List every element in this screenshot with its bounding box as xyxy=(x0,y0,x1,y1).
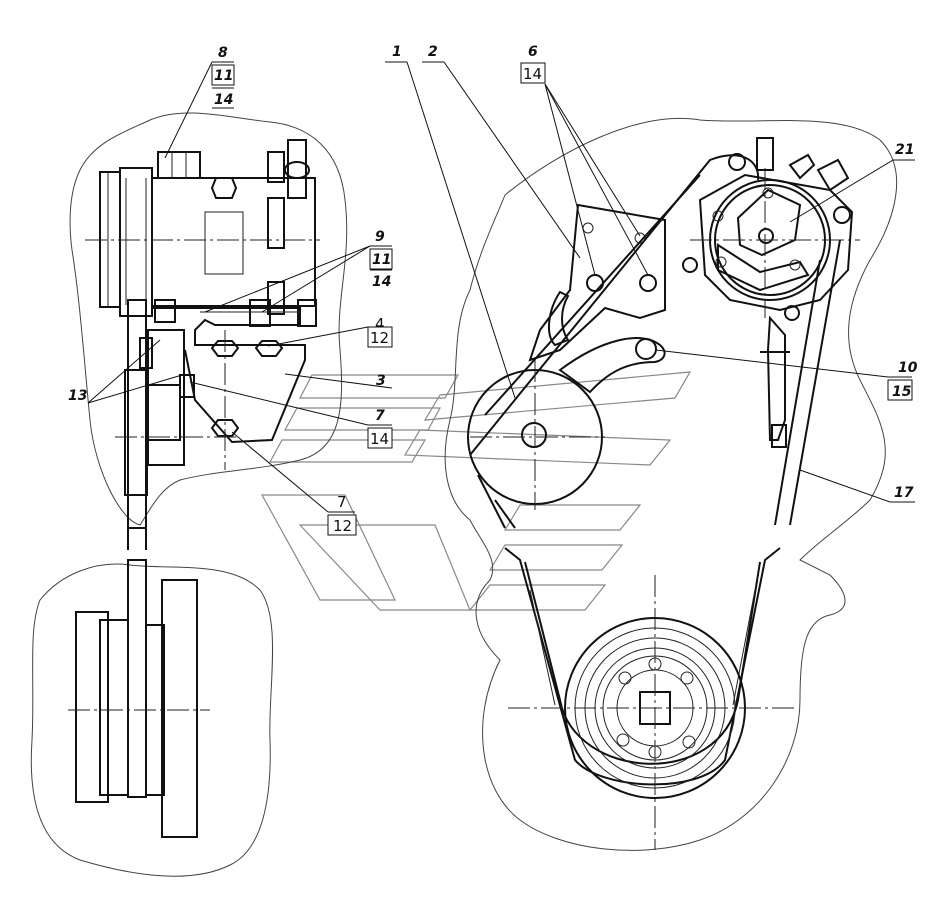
callout-6: 6 xyxy=(528,44,538,60)
bolt-6a xyxy=(586,274,604,292)
callout-7a: 7 xyxy=(375,408,385,424)
callouts: 8 11 14 1 2 6 14 21 9 11 14 4 xyxy=(68,44,918,536)
bolt-4-left xyxy=(210,340,240,357)
callout-7a-ref: 14 xyxy=(370,430,389,448)
compressor-body xyxy=(151,177,316,307)
engine-outline-upper xyxy=(69,112,348,526)
callout-9-ref2: 14 xyxy=(372,274,391,290)
tension-arm-10 xyxy=(558,337,666,394)
bracket-3 xyxy=(152,307,306,444)
callout-1: 1 xyxy=(392,44,402,60)
callout-7b: 7 xyxy=(337,493,347,511)
bolt-7-side xyxy=(210,419,240,437)
callout-10-ref: 15 xyxy=(892,384,912,400)
callout-13: 13 xyxy=(68,388,87,404)
drive-belt-17 xyxy=(469,154,760,456)
drive-belt-side xyxy=(127,299,147,529)
callout-9: 9 xyxy=(375,229,385,245)
callout-7b-ref: 12 xyxy=(333,517,352,535)
crank-pulley-side xyxy=(75,611,109,803)
side-view xyxy=(30,112,348,877)
bolt-4-right xyxy=(254,340,284,357)
front-view xyxy=(444,118,898,851)
engine-outline-lower xyxy=(30,563,274,877)
tensioner-13 xyxy=(147,329,185,466)
bolt-8 xyxy=(157,151,201,179)
bracket-plate-2 xyxy=(528,203,666,362)
callout-10: 10 xyxy=(898,360,918,376)
callout-9-ref1: 11 xyxy=(372,252,391,268)
callout-3: 3 xyxy=(376,373,386,389)
callout-4-ref: 12 xyxy=(370,329,389,347)
callout-6-ref: 14 xyxy=(523,65,542,83)
callout-21: 21 xyxy=(895,142,914,158)
callout-17: 17 xyxy=(894,485,914,501)
engine-front-outline xyxy=(444,118,898,851)
callout-2: 2 xyxy=(428,44,438,60)
callout-8: 8 xyxy=(218,45,228,61)
callout-8-ref2: 14 xyxy=(214,92,233,108)
bolt-6b xyxy=(639,274,657,292)
callout-8-ref1: 11 xyxy=(214,68,233,84)
bolt-10 xyxy=(635,338,657,360)
callout-4: 4 xyxy=(375,315,385,333)
watermark-logo xyxy=(260,371,692,611)
